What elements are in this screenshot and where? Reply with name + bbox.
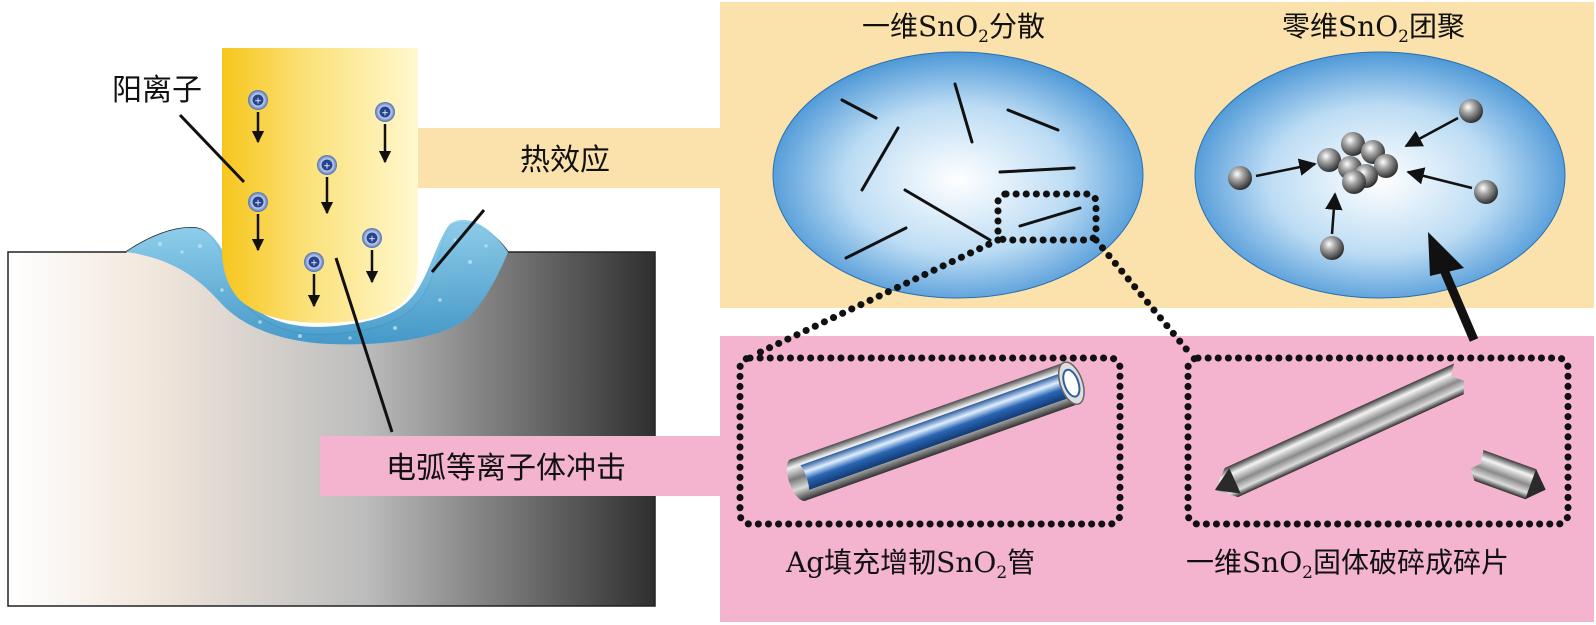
zoom-box-nanowire xyxy=(994,190,1100,244)
ion: + xyxy=(248,192,268,252)
nanowires xyxy=(840,82,1082,260)
ion: + xyxy=(362,228,382,284)
thermal-effect-connector xyxy=(418,128,720,188)
dispersed-1d-title: 一维SnO2分散 xyxy=(862,10,1045,47)
ion: + xyxy=(375,102,395,164)
ag-tube-frame xyxy=(736,354,1124,528)
svg-text:+: + xyxy=(368,235,376,245)
cation-leader-line xyxy=(178,113,246,184)
thermal-effect-label: 热效应 xyxy=(520,143,610,178)
solid-fragment-label: 一维SnO2固体破碎成碎片 xyxy=(1186,546,1509,583)
ion: + xyxy=(248,90,268,144)
fragment-frame xyxy=(1184,354,1572,528)
ion: + xyxy=(317,155,337,215)
arc-impact-connector xyxy=(320,436,720,496)
cation-label: 阳离子 xyxy=(112,73,202,108)
agglomerated-0d-title: 零维SnO2团聚 xyxy=(1282,10,1465,47)
ion-beam xyxy=(222,48,418,323)
free-nanoparticles xyxy=(1228,99,1498,260)
aggregation-arrows xyxy=(1255,116,1473,235)
upward-arrow xyxy=(1428,232,1479,342)
cations: + + + + + + xyxy=(248,90,395,308)
svg-text:+: + xyxy=(310,259,318,269)
svg-text:+: + xyxy=(323,162,331,172)
arc-plasma-impact-label: 电弧等离子体冲击 xyxy=(386,451,626,486)
dispersed-1d-ellipse xyxy=(772,51,1144,299)
svg-text:+: + xyxy=(254,97,262,107)
broken-rod-long xyxy=(1215,363,1465,498)
melt-pool-speckle xyxy=(158,238,488,340)
melt-pool xyxy=(126,219,508,345)
ag-filled-tube xyxy=(786,361,1085,501)
svg-text:+: + xyxy=(254,199,262,209)
ag-filled-tube-label: Ag填充增韧SnO2管 xyxy=(785,546,1035,583)
arc-impact-leader-line xyxy=(334,257,394,433)
ion: + xyxy=(304,252,324,308)
svg-text:+: + xyxy=(381,109,389,119)
broken-rod-fragment xyxy=(1470,449,1546,500)
melt-leader-line xyxy=(430,209,486,273)
nanoparticle-cluster xyxy=(1317,132,1398,194)
